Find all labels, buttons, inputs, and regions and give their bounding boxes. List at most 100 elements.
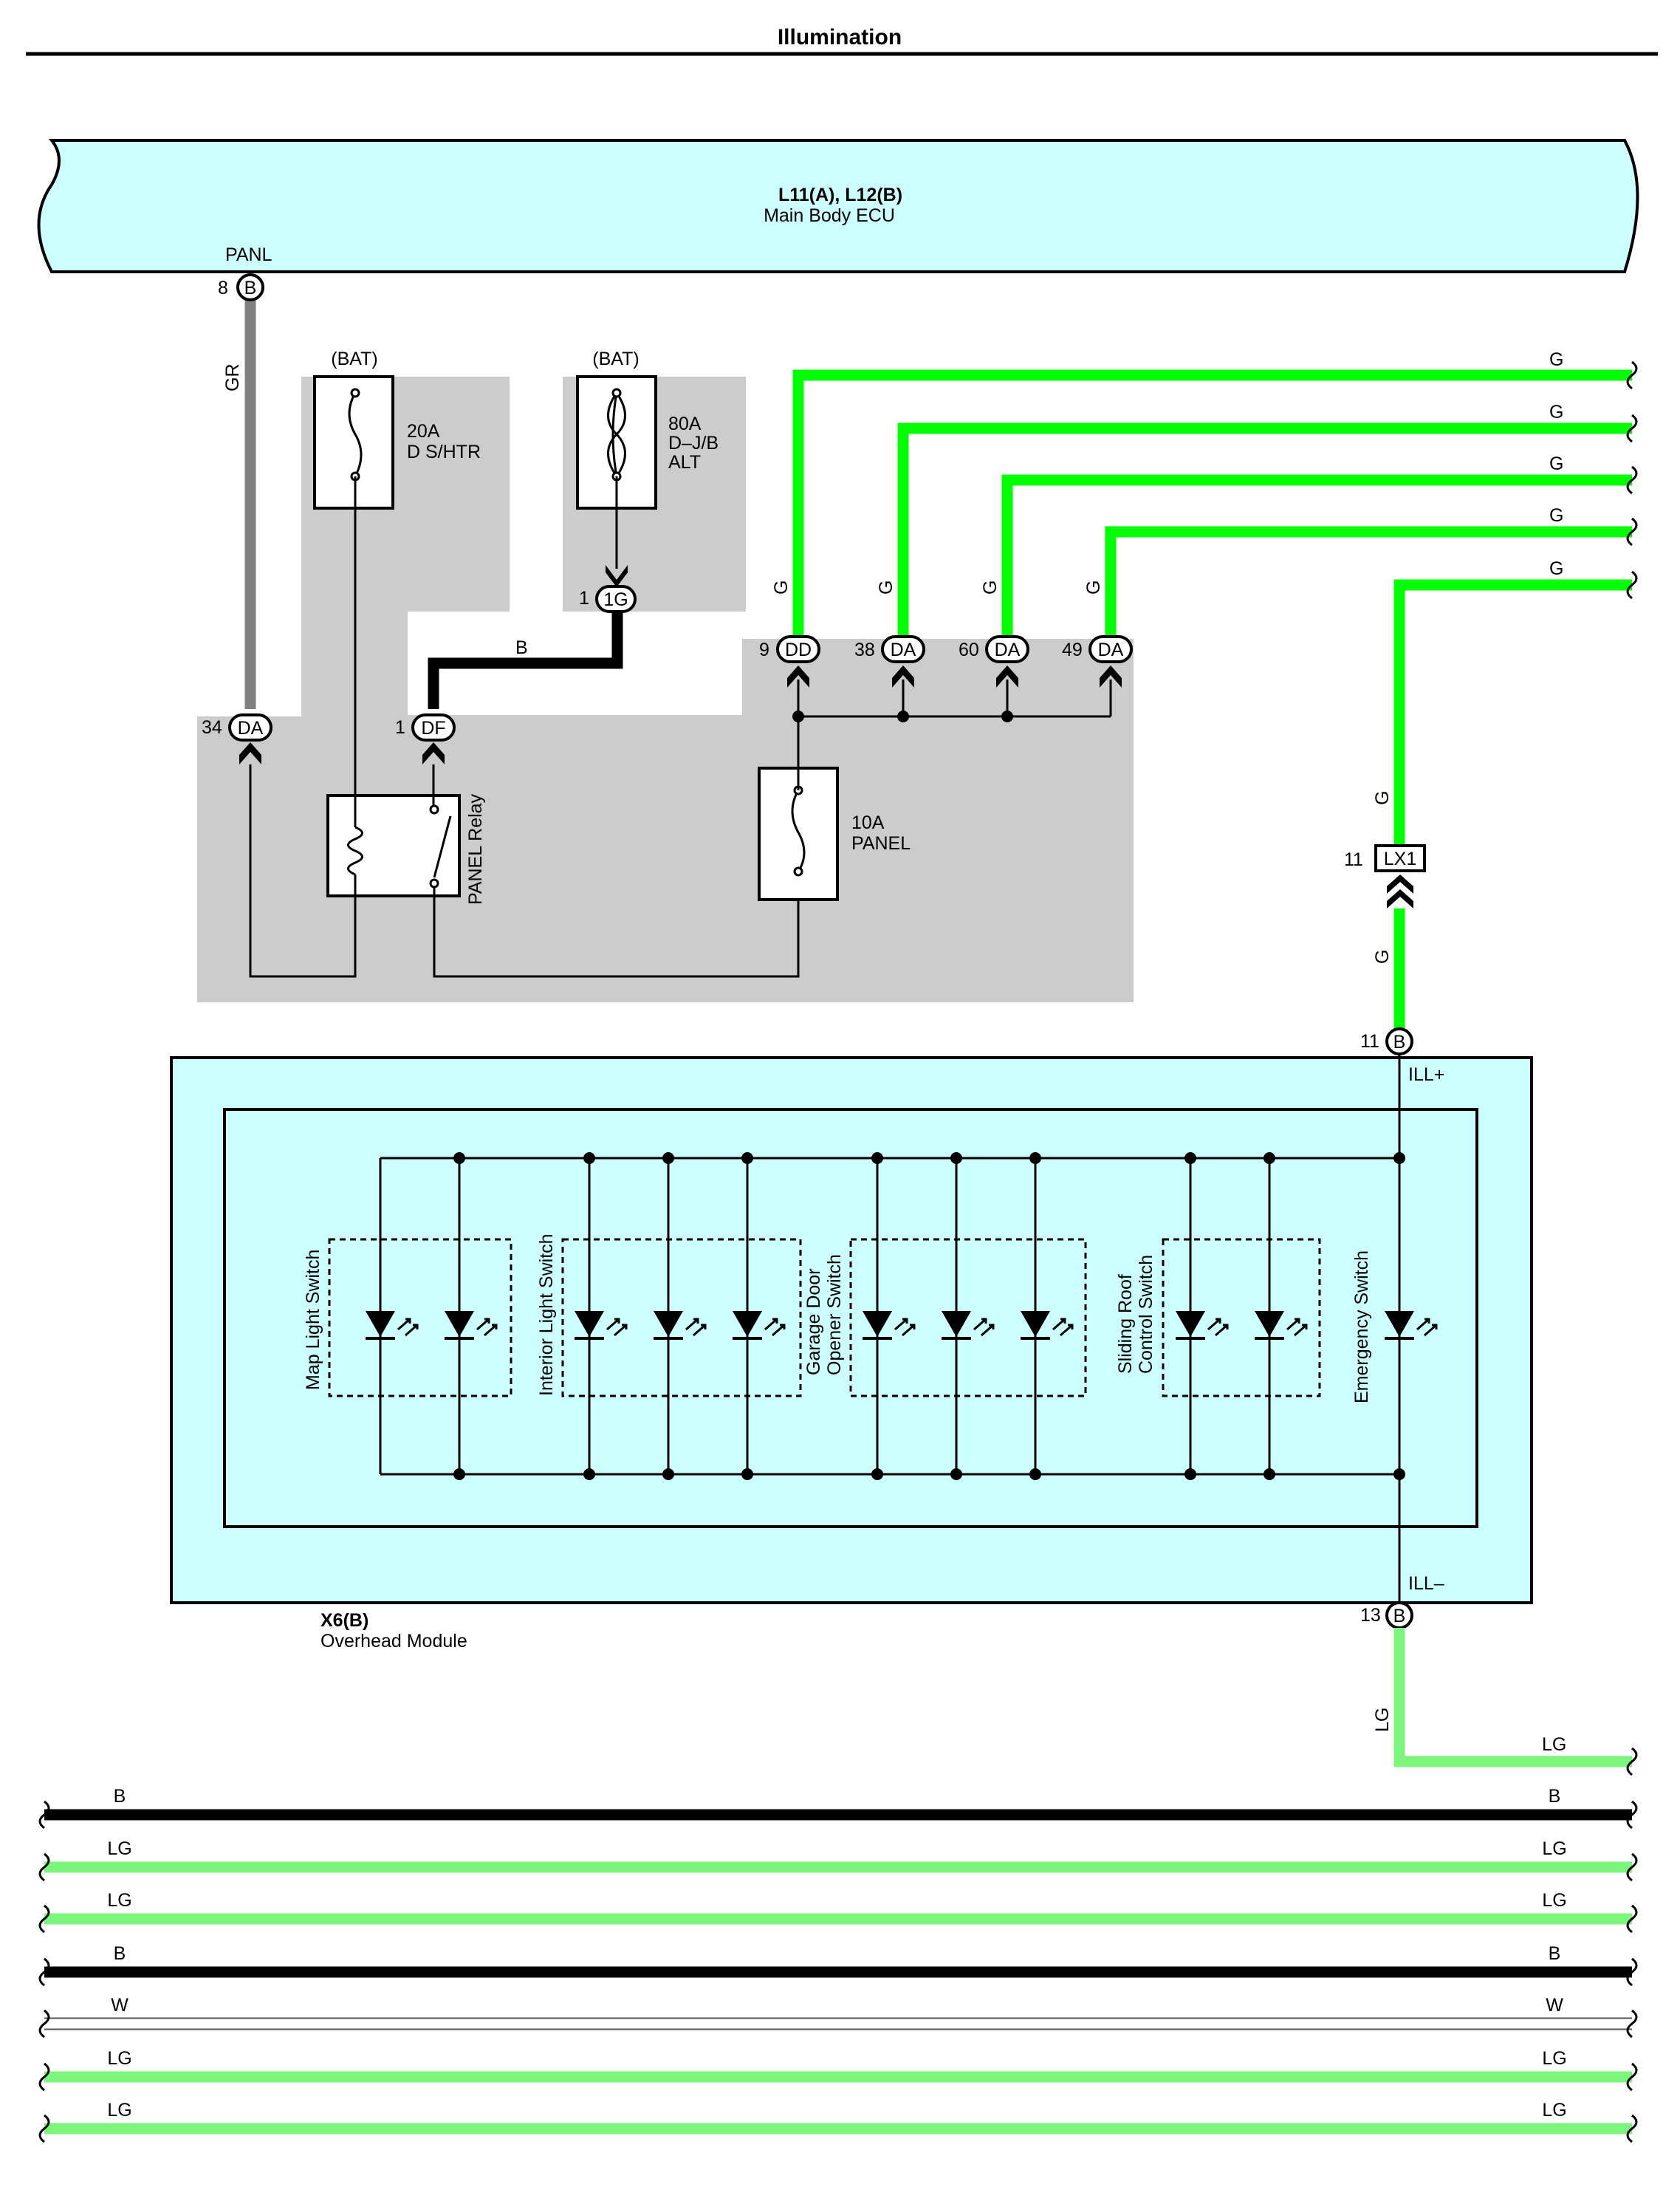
light-emission-icon [1416, 1318, 1438, 1337]
fuse-dshtr-name: D S/HTR [407, 442, 481, 462]
overhead-module-inner [223, 1108, 1478, 1528]
wire-g-label-right-2: G [1549, 402, 1563, 422]
light-emission-icon [397, 1318, 419, 1337]
wire-b-bat [428, 612, 623, 709]
wire-g-label-v5: G [1372, 791, 1393, 805]
wire-lg-label-left: LG [107, 2100, 131, 2120]
wire-w-label-right: W [1546, 1995, 1563, 2016]
led-diode-icon [575, 1311, 604, 1337]
module-name: Overhead Module [320, 1631, 467, 1651]
led-diode-icon [1385, 1311, 1414, 1337]
x6-11-name: B [1393, 1032, 1406, 1052]
garage-door-switch-box [849, 1238, 1087, 1397]
junction-dot [662, 1468, 674, 1480]
wire-lg-label-left: LG [107, 1890, 131, 1911]
wire-g-1 [792, 369, 1632, 643]
ecu-name: Main Body ECU [764, 205, 895, 226]
wire-b-label: B [515, 637, 528, 658]
connector-df-num: 1 [395, 717, 405, 738]
garage-door-label-1: Garage Door [803, 1268, 824, 1375]
relay-name: PANEL Relay [465, 793, 486, 905]
ill-plus-label: ILL+ [1408, 1064, 1444, 1085]
junction-dot [950, 1152, 962, 1164]
lx1-num: 11 [1344, 849, 1363, 870]
wire-g-4 [1105, 526, 1632, 643]
connector-49-name: DA [1098, 640, 1124, 660]
sliding-roof-label-1: Sliding Roof [1115, 1274, 1136, 1374]
light-emission-icon [1052, 1318, 1074, 1337]
wire-g-label-right-5: G [1549, 558, 1563, 579]
connector-df-name: DF [421, 718, 445, 739]
led-diode-icon [445, 1311, 474, 1337]
led-diode-icon [942, 1311, 971, 1337]
wire-b-label-left: B [114, 1943, 126, 1964]
fuse-alt-name1: D–J/B [668, 433, 719, 453]
led-diode-icon [366, 1311, 395, 1337]
ill-minus-label: ILL– [1408, 1573, 1444, 1594]
led-diode-icon [863, 1311, 892, 1337]
overhead-module-outer [170, 1056, 1533, 1604]
led-column-group [366, 1152, 1438, 1480]
connector-49 [1088, 635, 1133, 663]
wire-g-label-v6: G [1372, 950, 1393, 964]
wire-g-label-v3: G [980, 581, 1001, 595]
connector-60-num: 60 [959, 640, 979, 660]
connector-49-num: 49 [1062, 640, 1083, 660]
wire-lg-module-out [1393, 1628, 1632, 1767]
connector-34 [228, 713, 272, 742]
junction-dot [871, 1152, 883, 1164]
connector-1g-num: 1 [579, 588, 589, 609]
connector-38-num: 38 [854, 640, 875, 660]
x6-13-num: 13 [1360, 1605, 1381, 1626]
connector-38 [881, 635, 925, 663]
wire-relay-coil-return [249, 764, 357, 978]
wire-g-5 [1393, 579, 1632, 849]
page-title: Illumination [778, 25, 902, 49]
wire-lg-label-right: LG [1542, 1838, 1566, 1859]
wire-lg-label-left: LG [107, 2048, 131, 2069]
emergency-switch-label: Emergency Switch [1351, 1250, 1372, 1403]
junction-dot [950, 1468, 962, 1480]
wire-g-label-right-1: G [1549, 349, 1563, 370]
x6-13-name: B [1393, 1606, 1406, 1626]
relay-coil [347, 826, 363, 876]
led-diode-icon [1021, 1311, 1050, 1337]
junction-dot [453, 1468, 465, 1480]
ecu-pin-conn: B [244, 278, 257, 298]
wire-g-2 [897, 422, 1632, 643]
connector-lx1 [1374, 844, 1426, 872]
junction-dot [583, 1468, 595, 1480]
light-emission-icon [764, 1318, 786, 1337]
garage-door-label-2: Opener Switch [824, 1254, 845, 1375]
connector-34-num: 34 [202, 717, 222, 738]
fuse-dshtr [313, 375, 394, 510]
junction-dot [662, 1152, 674, 1164]
module-code: X6(B) [320, 1610, 368, 1631]
ecu-code: L11(A), L12(B) [778, 185, 902, 205]
junction-dot [1393, 1468, 1405, 1480]
fuse-alt-rating: 80A [668, 414, 702, 434]
sliding-roof-switch-box [1162, 1238, 1321, 1397]
light-emission-icon [606, 1318, 628, 1337]
fuse-alt-element [607, 392, 626, 477]
sliding-roof-label-2: Control Switch [1136, 1255, 1156, 1374]
fuse-panel-rating: 10A [851, 812, 885, 833]
junction-dot [1029, 1468, 1041, 1480]
junction-dot [583, 1152, 595, 1164]
junction-dot [871, 1468, 883, 1480]
connector-df [411, 713, 456, 742]
junction-dot [1184, 1468, 1196, 1480]
junction-dot [741, 1468, 753, 1480]
connector-1g-name: 1G [603, 589, 628, 610]
light-emission-icon [1207, 1318, 1229, 1337]
junction-dot [741, 1152, 753, 1164]
light-emission-icon [1286, 1318, 1308, 1337]
connector-60-name: DA [995, 640, 1021, 660]
wire-g-label-right-4: G [1549, 505, 1563, 526]
wire-g-label-v2: G [876, 581, 896, 595]
junction-dot [1264, 1468, 1275, 1480]
fuse-dshtr-element [348, 392, 363, 477]
fuse-dshtr-source: (BAT) [331, 349, 377, 369]
